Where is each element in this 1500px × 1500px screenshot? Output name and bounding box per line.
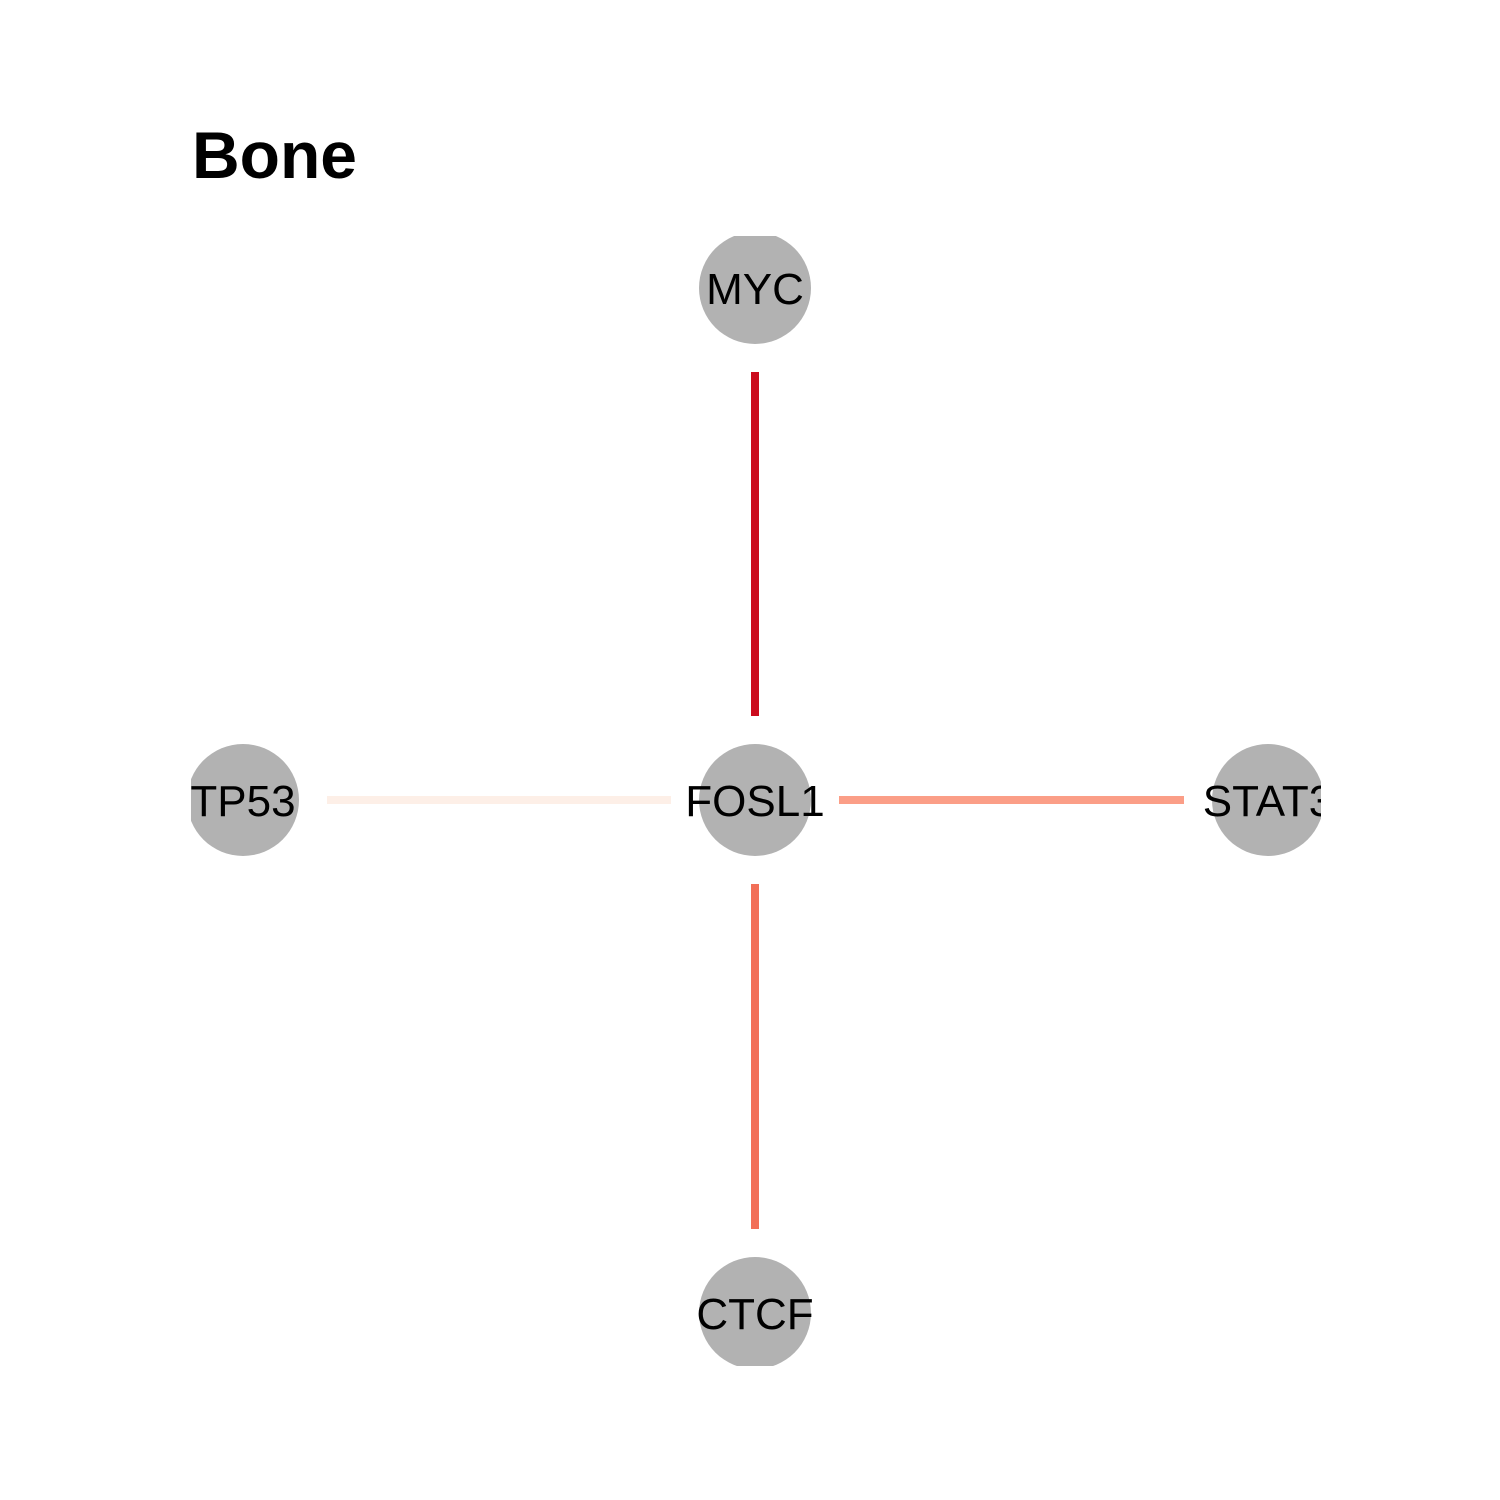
edges-layer xyxy=(327,372,1184,1229)
node-tp53: TP53 xyxy=(190,744,299,856)
node-fosl1: FOSL1 xyxy=(685,744,825,856)
node-stat3: STAT3 xyxy=(1203,744,1333,856)
node-label: FOSL1 xyxy=(685,777,824,826)
node-label: STAT3 xyxy=(1203,777,1333,826)
node-label: MYC xyxy=(706,265,804,314)
diagram-title: Bone xyxy=(192,118,357,192)
node-circle xyxy=(699,1257,811,1366)
node-label: TP53 xyxy=(190,777,295,826)
node-circle xyxy=(699,236,811,344)
node-circle xyxy=(1212,744,1321,856)
node-label: CTCF xyxy=(696,1290,813,1339)
node-ctcf: CTCF xyxy=(696,1257,814,1366)
node-circle xyxy=(191,744,299,856)
node-circle xyxy=(699,744,811,856)
node-myc: MYC xyxy=(699,236,811,344)
